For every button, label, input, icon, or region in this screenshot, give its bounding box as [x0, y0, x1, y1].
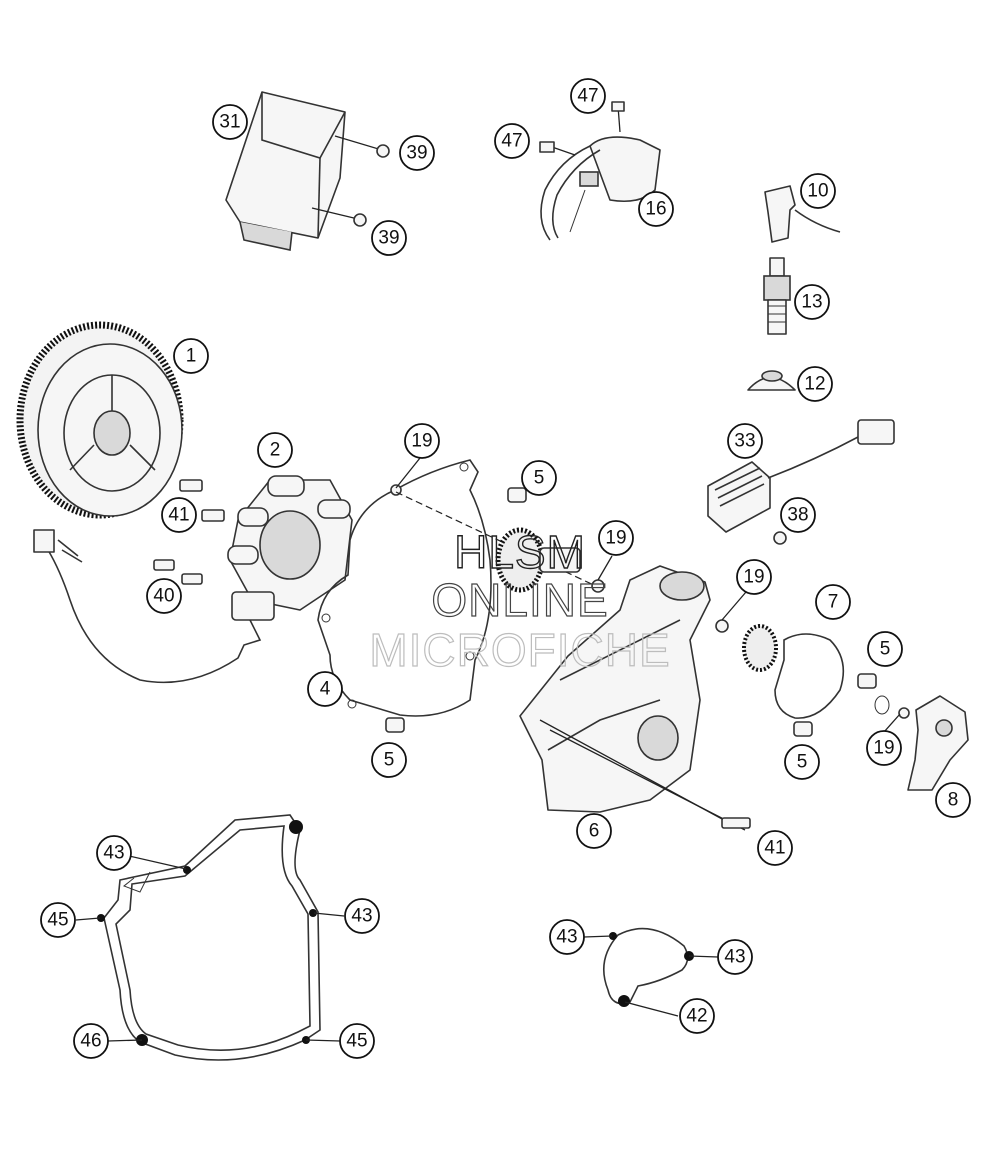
- watermark-line-1: HLSM: [454, 526, 586, 578]
- callout-46: 43: [717, 939, 753, 975]
- svg-text:45: 45: [47, 910, 68, 931]
- watermark: HLSM ONLINE MICROFICHE: [369, 525, 671, 676]
- svg-text:41: 41: [168, 505, 189, 526]
- callout-39: 39: [371, 220, 407, 256]
- callout-43: 43: [344, 898, 380, 934]
- part-ignition-coil: [539, 101, 661, 241]
- callout-7: 7: [815, 584, 851, 620]
- callout-2: 2: [257, 432, 293, 468]
- svg-text:10: 10: [807, 181, 828, 202]
- callout-38: 38: [780, 497, 816, 533]
- svg-text:39: 39: [378, 228, 399, 249]
- part-flywheel: [16, 321, 184, 519]
- callout-42: 42: [679, 998, 715, 1034]
- svg-text:41: 41: [764, 838, 785, 859]
- svg-text:7: 7: [828, 592, 839, 613]
- part-small-cover: [874, 695, 969, 791]
- callout-47: 47: [570, 78, 606, 114]
- part-small-gasket: [602, 927, 694, 1007]
- svg-text:47: 47: [577, 86, 598, 107]
- svg-text:45: 45: [346, 1031, 367, 1052]
- part-voltage-regulator: [707, 419, 895, 533]
- part-spark-plug: [763, 257, 791, 335]
- part-gear-and-gasket: [742, 624, 845, 719]
- svg-text:33: 33: [734, 431, 755, 452]
- part-gasket: [317, 459, 492, 717]
- svg-text:47: 47: [501, 131, 522, 152]
- svg-text:8: 8: [948, 790, 959, 811]
- callout-12: 12: [797, 366, 833, 402]
- callout-10: 10: [800, 173, 836, 209]
- part-screw-38: [773, 531, 787, 545]
- callout-43: 43: [549, 919, 585, 955]
- svg-text:12: 12: [804, 374, 825, 395]
- callout-19: 19: [598, 520, 634, 556]
- callout-39: 39: [399, 135, 435, 171]
- callout-19: 19: [736, 559, 772, 595]
- svg-text:43: 43: [724, 947, 745, 968]
- svg-text:19: 19: [605, 528, 626, 549]
- part-ignition-unit: [225, 91, 346, 251]
- callout-19: 19: [866, 730, 902, 766]
- callout-4: 4: [307, 671, 343, 707]
- callout-47: 47: [494, 123, 530, 159]
- callout-41: 41: [161, 497, 197, 533]
- callout-5: 5: [867, 631, 903, 667]
- callout-43: 43: [96, 835, 132, 871]
- svg-text:19: 19: [743, 567, 764, 588]
- svg-text:16: 16: [645, 199, 666, 220]
- part-ignition-cover: [519, 565, 751, 831]
- part-stator: [33, 475, 353, 684]
- callout-5: 5: [784, 744, 820, 780]
- part-bolts-40-41: [153, 479, 225, 585]
- svg-text:19: 19: [873, 738, 894, 759]
- svg-text:43: 43: [103, 843, 124, 864]
- svg-text:46: 46: [80, 1031, 101, 1052]
- svg-text:6: 6: [589, 821, 600, 842]
- callout-31: 31: [212, 104, 248, 140]
- svg-text:13: 13: [801, 292, 822, 313]
- svg-text:43: 43: [556, 927, 577, 948]
- watermark-line-2: ONLINE: [431, 574, 608, 626]
- callout-1: 1: [173, 338, 209, 374]
- watermark-line-3: MICROFICHE: [369, 624, 670, 676]
- svg-text:38: 38: [787, 505, 808, 526]
- callout-13: 13: [794, 284, 830, 320]
- part-starter-gear: [495, 527, 581, 593]
- callout-33: 33: [727, 423, 763, 459]
- svg-text:5: 5: [797, 752, 808, 773]
- part-spark-plug-cap: [764, 185, 841, 243]
- callout-45: 46: [73, 1023, 109, 1059]
- part-large-gasket: [97, 814, 321, 1061]
- part-dowels-5: [385, 487, 877, 737]
- svg-text:39: 39: [406, 143, 427, 164]
- svg-text:19: 19: [411, 431, 432, 452]
- callout-8: 8: [935, 782, 971, 818]
- svg-text:5: 5: [880, 639, 891, 660]
- svg-text:5: 5: [384, 750, 395, 771]
- callout-19: 19: [404, 423, 440, 459]
- svg-text:42: 42: [686, 1006, 707, 1027]
- svg-text:4: 4: [320, 679, 331, 700]
- callout-45: 45: [40, 902, 76, 938]
- callout-16: 16: [638, 191, 674, 227]
- svg-text:40: 40: [153, 586, 174, 607]
- svg-text:43: 43: [351, 906, 372, 927]
- callout-44: 45: [339, 1023, 375, 1059]
- svg-text:1: 1: [186, 346, 197, 367]
- callouts: 31 39 39 47 47 16 10 13 12 1 2 19 5 33 3…: [40, 78, 971, 1059]
- svg-text:31: 31: [219, 112, 240, 133]
- part-plug-seal: [747, 370, 796, 391]
- callout-41: 41: [757, 830, 793, 866]
- callout-6: 6: [576, 813, 612, 849]
- svg-text:2: 2: [270, 440, 281, 461]
- leader-lines: [75, 457, 901, 1042]
- part-screws-39: [311, 135, 390, 227]
- callout-40: 40: [146, 578, 182, 614]
- callout-5: 5: [371, 742, 407, 778]
- svg-text:5: 5: [534, 468, 545, 489]
- callout-5: 5: [521, 460, 557, 496]
